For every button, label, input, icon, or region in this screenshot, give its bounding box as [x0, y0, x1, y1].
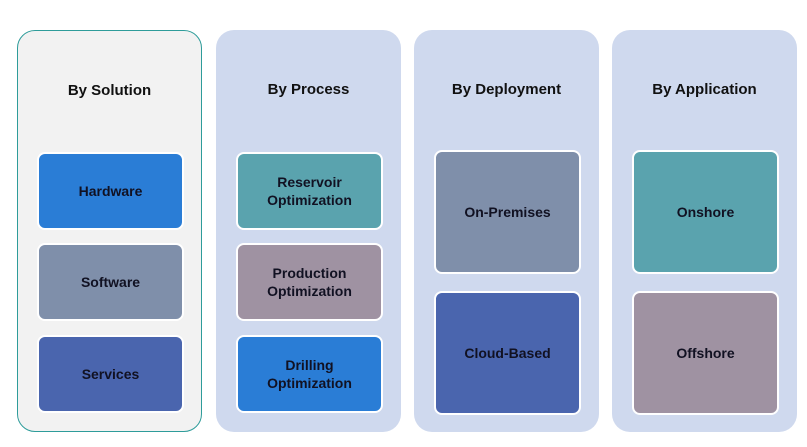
segment-box-drilling-optimization: Drilling Optimization	[236, 335, 383, 413]
column-title: By Application	[652, 80, 757, 98]
segment-box-software: Software	[37, 243, 184, 321]
segment-label: Cloud-Based	[464, 345, 551, 361]
column-title: By Process	[267, 80, 350, 98]
segment-box-production-optimization: Production Optimization	[236, 243, 383, 321]
segment-label: Onshore	[676, 204, 735, 220]
segment-label: Drilling Optimization	[267, 357, 352, 391]
segment-label: Production Optimization	[267, 265, 352, 299]
segment-box-cloud-based: Cloud-Based	[434, 291, 581, 415]
column-title: By Solution	[67, 81, 152, 99]
segment-label: Hardware	[78, 183, 143, 199]
segment-box-hardware: Hardware	[37, 152, 184, 230]
segment-box-offshore: Offshore	[632, 291, 779, 415]
segment-label: Services	[81, 366, 140, 382]
column-title: By Deployment	[451, 80, 562, 98]
segment-box-services: Services	[37, 335, 184, 413]
segment-box-on-premises: On-Premises	[434, 150, 581, 274]
segment-box-onshore: Onshore	[632, 150, 779, 274]
segment-box-reservoir-optimization: Reservoir Optimization	[236, 152, 383, 230]
segment-label: Offshore	[676, 345, 735, 361]
segment-label: Reservoir Optimization	[267, 174, 352, 208]
segment-label: On-Premises	[464, 204, 551, 220]
segment-label: Software	[80, 274, 141, 290]
